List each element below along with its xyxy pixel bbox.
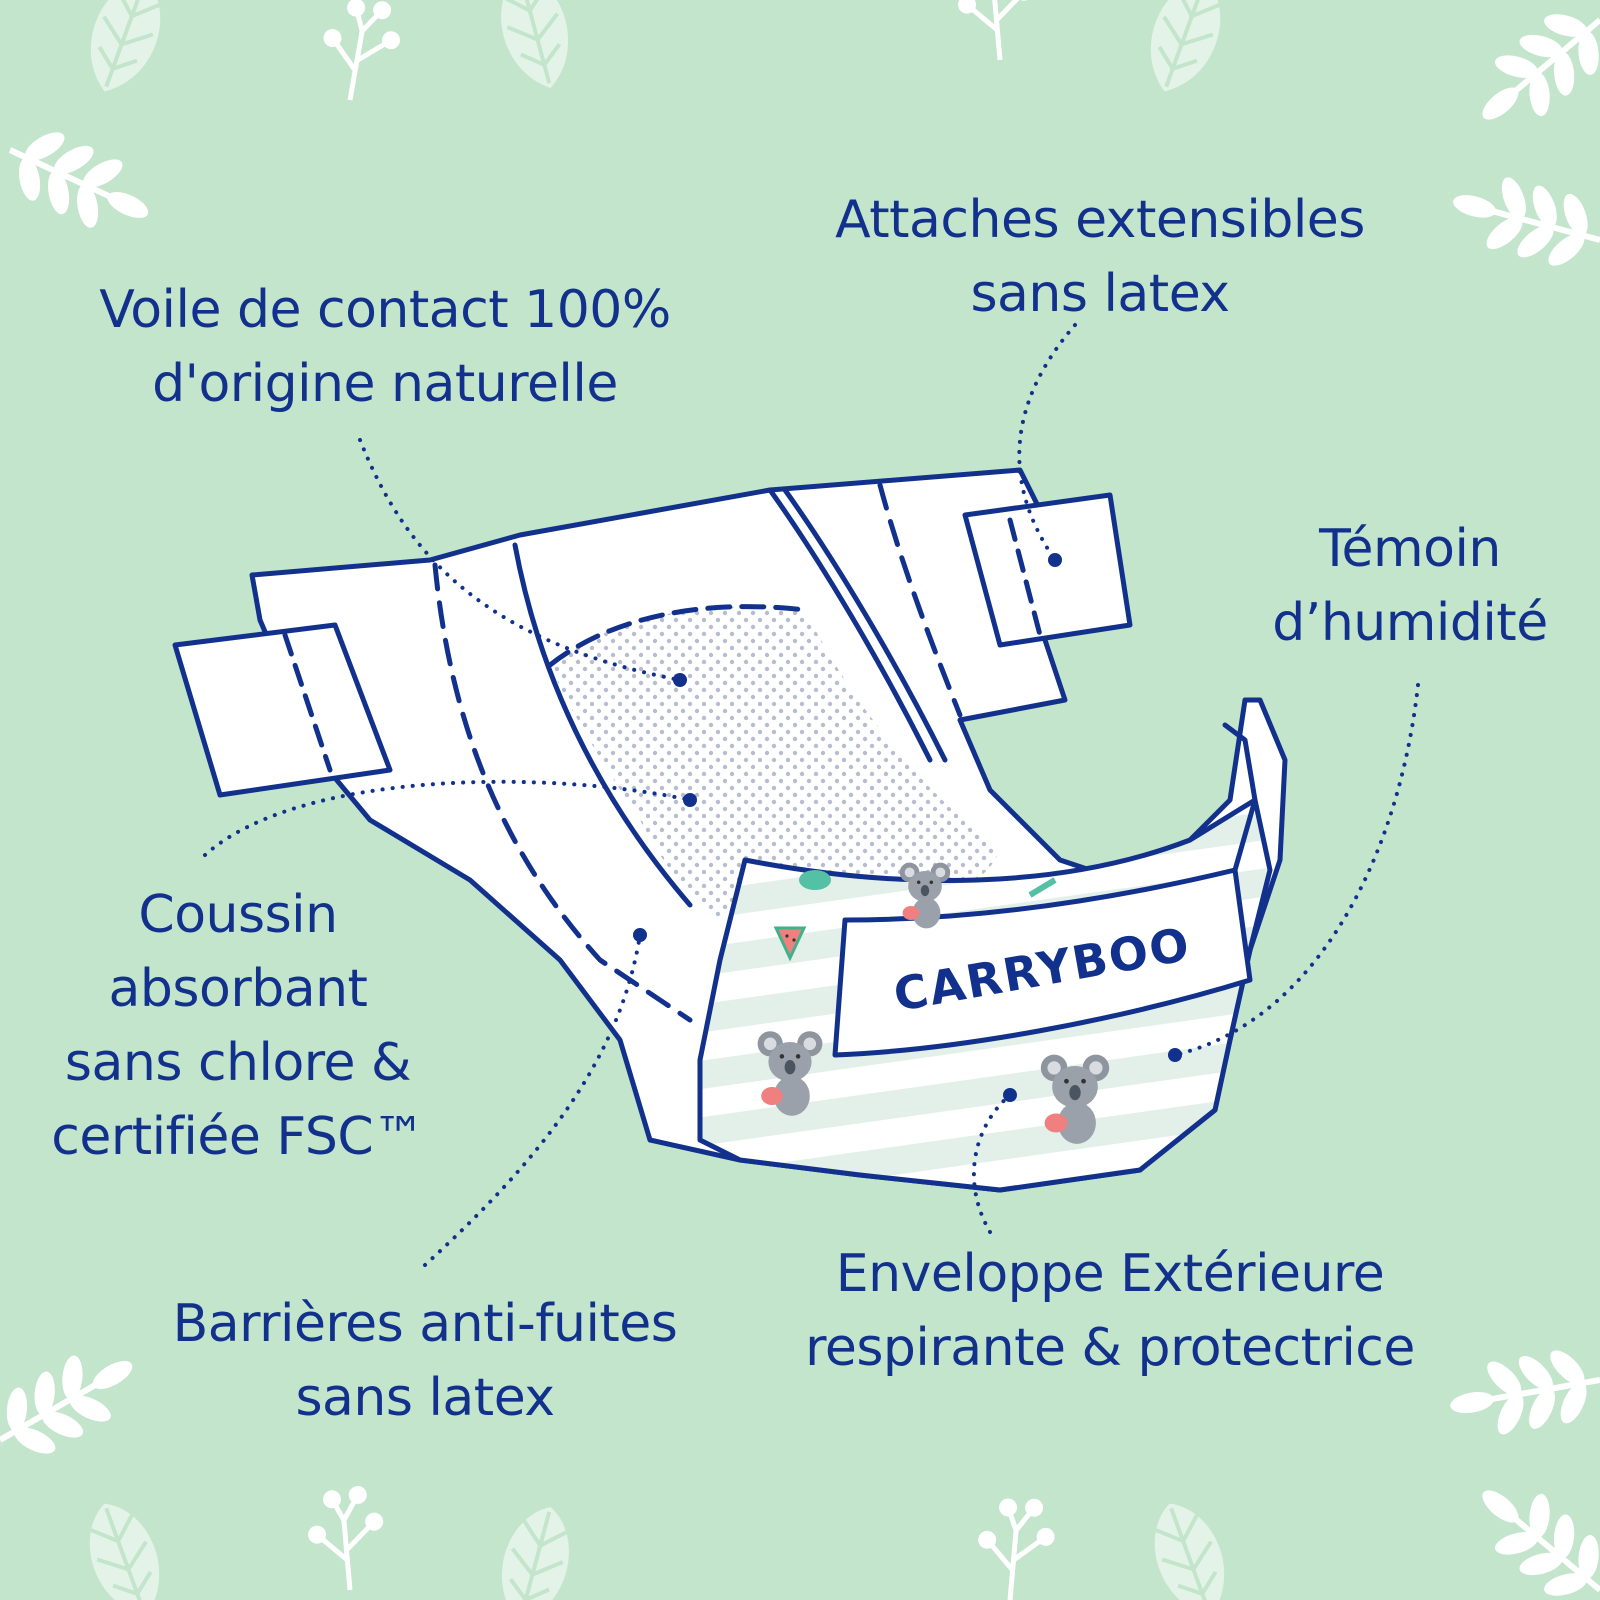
branch-icon: [1457, 1460, 1600, 1600]
leader-dot: [1048, 553, 1062, 567]
berry-sprig-icon: [314, 0, 407, 107]
callout-coussin-line-1: Coussin: [138, 885, 338, 945]
callout-temoin-line-2: d’humidité: [1272, 593, 1548, 653]
leader-voile: [358, 438, 682, 682]
callout-attaches-line-2: sans latex: [970, 264, 1230, 324]
leader-attaches: [1017, 323, 1077, 562]
callout-voile-line-1: Voile de contact 100%: [99, 280, 671, 340]
callout-coussin-line-4: certifiée FSC™: [51, 1107, 425, 1167]
leader-lines: [203, 323, 1420, 1267]
berry-sprig-icon: [973, 1494, 1058, 1600]
watermelon-icon: [773, 926, 807, 962]
callout-temoin: Témoin d’humidité: [1235, 512, 1585, 660]
callout-attaches: Attaches extensibles sans latex: [770, 183, 1430, 331]
leader-dot: [673, 673, 687, 687]
leaf-icon: [72, 1490, 178, 1600]
callout-barrieres: Barrières anti-fuites sans latex: [105, 1287, 745, 1435]
branch-icon: [1457, 0, 1600, 150]
diaper-illustration: [172, 467, 1288, 1193]
callout-barrieres-line-1: Barrières anti-fuites: [172, 1294, 678, 1354]
leaf-icon: [72, 0, 178, 105]
callout-enveloppe-line-1: Enveloppe Extérieure: [835, 1244, 1385, 1304]
right-tab: [962, 492, 1133, 648]
callout-voile: Voile de contact 100% d'origine naturell…: [35, 273, 735, 421]
leader-dot: [683, 793, 697, 807]
branch-icon: [0, 112, 165, 252]
leaf-icon: [1137, 1490, 1243, 1600]
callout-coussin: Coussin absorbant sans chlore & certifié…: [18, 878, 458, 1174]
absorbent-pad: [550, 606, 1000, 920]
callout-enveloppe: Enveloppe Extérieure respirante & protec…: [745, 1237, 1475, 1385]
leader-dot: [633, 928, 647, 942]
callout-coussin-line-3: sans chlore &: [64, 1033, 412, 1093]
callout-voile-line-2: d'origine naturelle: [152, 354, 618, 414]
leaf-icon: [486, 1496, 584, 1600]
leader-enveloppe: [971, 1093, 1012, 1234]
leaf-icon: [1132, 0, 1238, 105]
callout-enveloppe-line-2: respirante & protectrice: [805, 1318, 1415, 1378]
berry-sprig-icon: [304, 1484, 389, 1593]
cover-print: [757, 862, 1110, 1144]
leader-endpoints: [633, 553, 1182, 1102]
leader-coussin: [203, 779, 692, 857]
leader-dot: [1168, 1048, 1182, 1062]
waistband: [832, 867, 1253, 1058]
callout-barrieres-line-2: sans latex: [295, 1368, 555, 1428]
callout-temoin-line-1: Témoin: [1319, 519, 1501, 579]
left-tab: [172, 622, 393, 798]
callout-coussin-line-2: absorbant: [108, 959, 368, 1019]
callout-attaches-line-1: Attaches extensibles: [835, 190, 1365, 250]
leader-temoin: [1173, 683, 1420, 1057]
berry-sprig-icon: [954, 0, 1039, 63]
branch-icon: [1442, 160, 1600, 280]
leader-barrieres: [423, 933, 642, 1267]
leaf-icon: [486, 0, 584, 99]
leader-dot: [1003, 1088, 1017, 1102]
